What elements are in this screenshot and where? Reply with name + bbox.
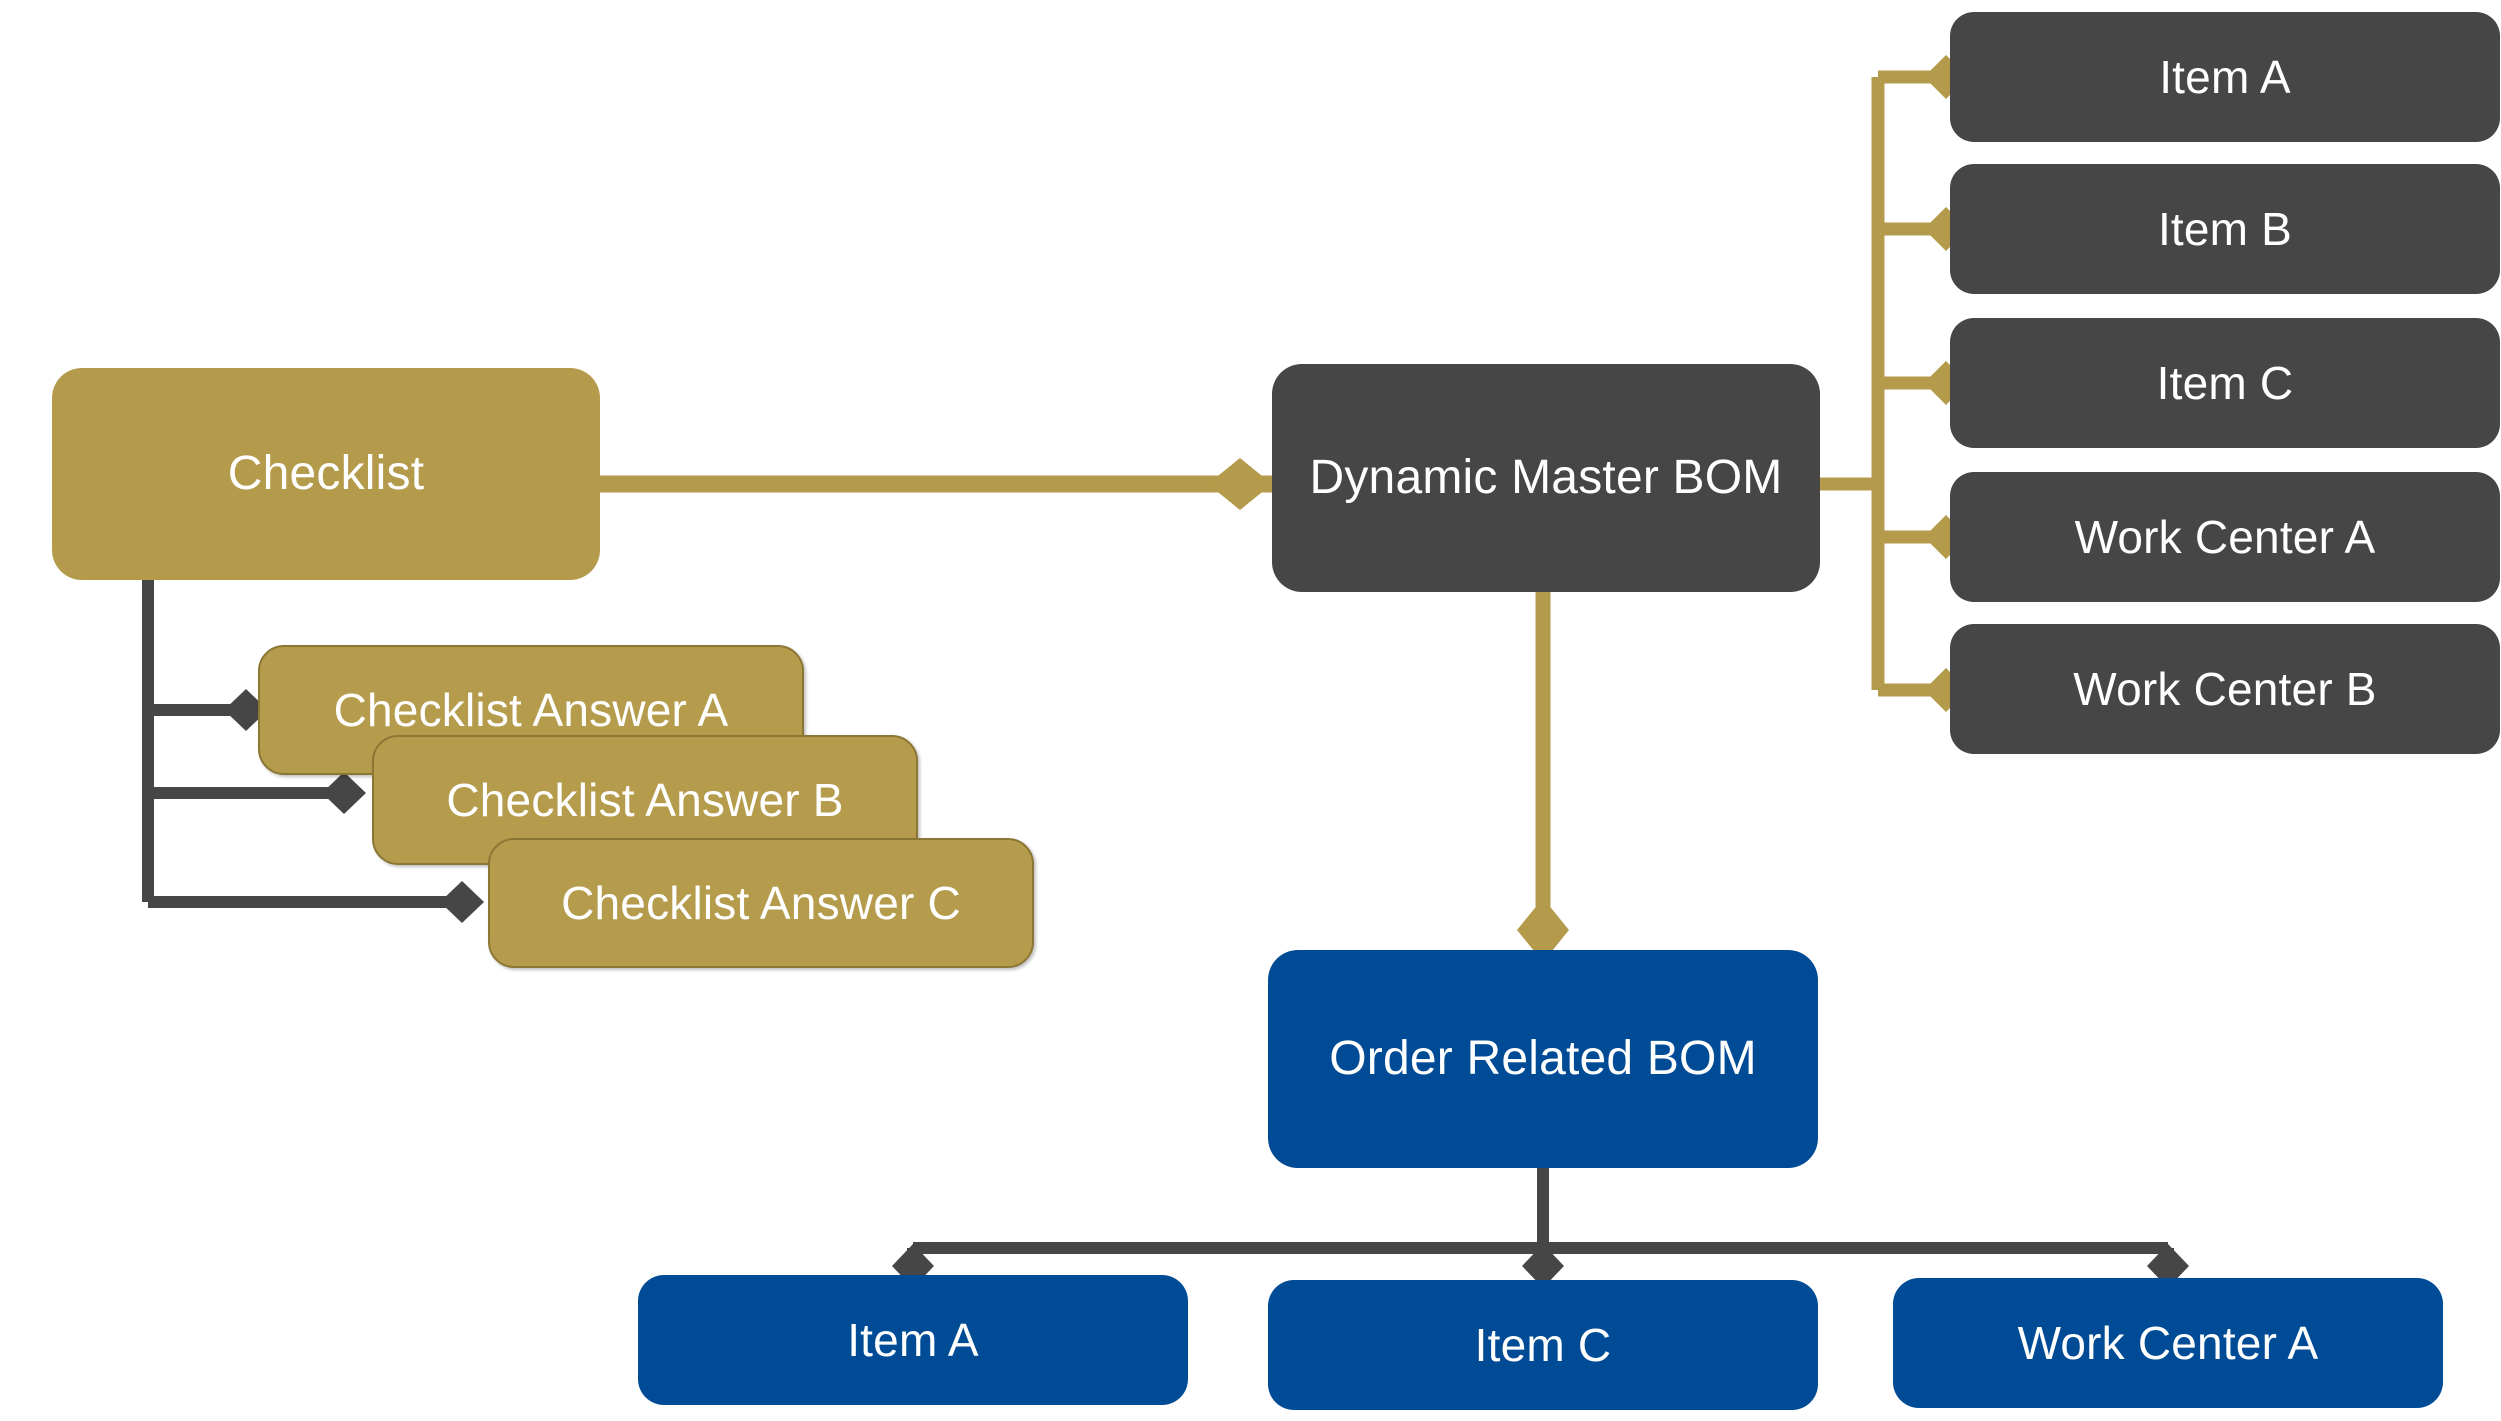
edge-dynamic-master-bom-to-children	[1820, 55, 1968, 712]
edge-dynamic-master-bom-to-order-related-bom	[1517, 592, 1569, 962]
node-order-item-c-label: Item C	[1474, 1318, 1612, 1371]
node-master-item-c[interactable]: Item C	[1950, 318, 2500, 448]
node-checklist-answer-c[interactable]: Checklist Answer C	[488, 838, 1034, 968]
node-checklist-label: Checklist	[227, 446, 425, 500]
node-checklist[interactable]: Checklist	[52, 368, 600, 580]
node-master-item-a[interactable]: Item A	[1950, 12, 2500, 142]
edge-checklist-to-dynamic-master-bom	[600, 458, 1272, 510]
node-dynamic-master-bom-label: Dynamic Master BOM	[1309, 450, 1783, 504]
node-order-work-center-a-label: Work Center A	[2017, 1316, 2319, 1369]
node-master-item-a-label: Item A	[2159, 50, 2291, 103]
node-master-work-center-b-label: Work Center B	[2073, 662, 2377, 715]
node-order-item-c[interactable]: Item C	[1268, 1280, 1818, 1410]
node-master-work-center-a[interactable]: Work Center A	[1950, 472, 2500, 602]
edge-order-related-bom-to-children	[892, 1168, 2189, 1288]
node-order-work-center-a[interactable]: Work Center A	[1893, 1278, 2443, 1408]
node-checklist-answer-a[interactable]: Checklist Answer A	[258, 645, 804, 775]
node-checklist-answer-b-label: Checklist Answer B	[446, 773, 844, 826]
node-master-work-center-a-label: Work Center A	[2074, 510, 2376, 563]
node-master-item-b[interactable]: Item B	[1950, 164, 2500, 294]
node-order-item-a[interactable]: Item A	[638, 1275, 1188, 1405]
node-order-related-bom-label: Order Related BOM	[1329, 1031, 1757, 1085]
node-master-item-b-label: Item B	[2157, 202, 2293, 255]
node-order-related-bom[interactable]: Order Related BOM	[1268, 950, 1818, 1168]
node-dynamic-master-bom[interactable]: Dynamic Master BOM	[1272, 364, 1820, 592]
node-master-item-c-label: Item C	[2156, 356, 2294, 409]
node-checklist-answer-a-label: Checklist Answer A	[333, 683, 729, 736]
node-checklist-answer-c-label: Checklist Answer C	[561, 876, 961, 929]
node-checklist-answer-b[interactable]: Checklist Answer B	[372, 735, 918, 865]
node-master-work-center-b[interactable]: Work Center B	[1950, 624, 2500, 754]
node-order-item-a-label: Item A	[847, 1313, 979, 1366]
